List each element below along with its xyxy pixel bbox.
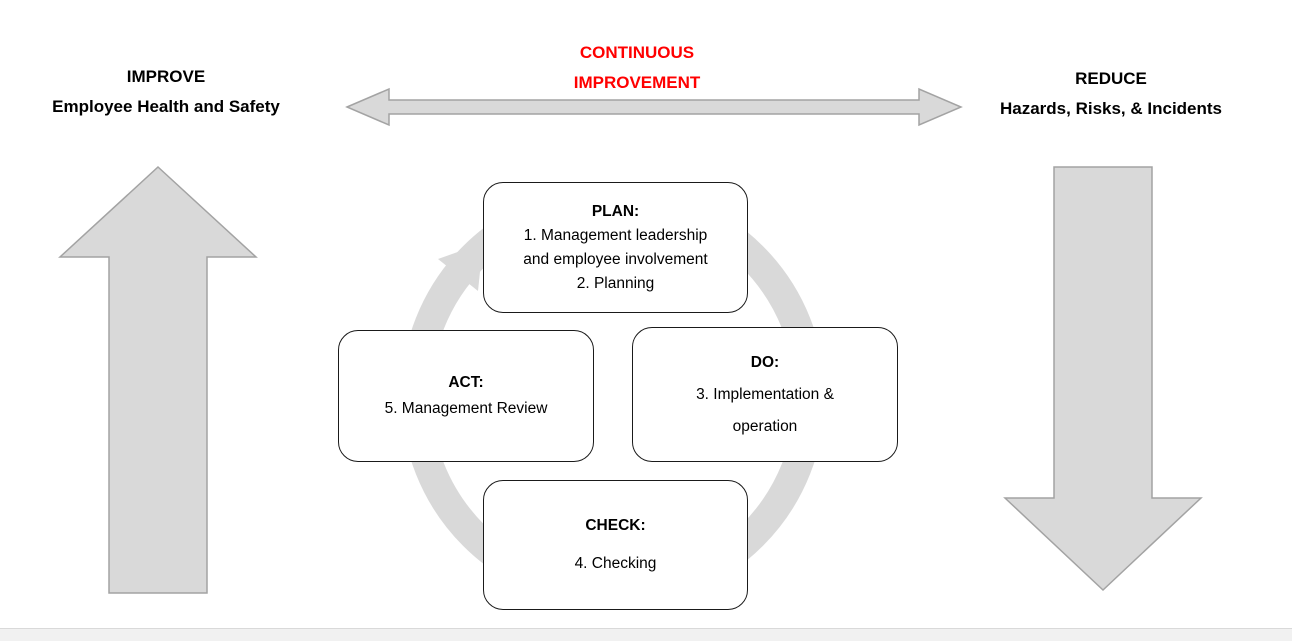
act-line-1: 5. Management Review xyxy=(384,400,548,417)
do-line-1: 3. Implementation & xyxy=(696,385,834,403)
plan-line-2: and employee involvement xyxy=(523,250,708,268)
improve-title: IMPROVE xyxy=(126,67,206,86)
reduce-title: REDUCE xyxy=(1075,69,1147,88)
act-title: ACT: xyxy=(448,374,484,391)
horizontal-scrollbar-track[interactable] xyxy=(0,628,1292,641)
continuous-line: CONTINUOUS xyxy=(579,43,695,62)
act-box: ACT: 5. Management Review xyxy=(338,330,594,462)
plan-line-1: 1. Management leadership xyxy=(523,226,708,244)
continuous-improvement-label: CONTINUOUS IMPROVEMENT xyxy=(487,38,787,98)
plan-box: PLAN: 1. Management leadership and emplo… xyxy=(483,182,748,313)
improve-label: IMPROVE Employee Health and Safety xyxy=(16,62,316,122)
check-title: CHECK: xyxy=(585,517,646,534)
improve-subtitle: Employee Health and Safety xyxy=(52,97,280,116)
double-arrow-icon xyxy=(345,87,963,127)
up-arrow-icon xyxy=(58,165,258,594)
reduce-subtitle: Hazards, Risks, & Incidents xyxy=(999,99,1223,118)
improvement-line: IMPROVEMENT xyxy=(573,73,701,92)
plan-title: PLAN: xyxy=(591,202,640,220)
check-box: CHECK: 4. Checking xyxy=(483,480,748,610)
do-box: DO: 3. Implementation & operation xyxy=(632,327,898,462)
check-line-1: 4. Checking xyxy=(574,555,657,572)
do-title: DO: xyxy=(750,353,780,371)
down-arrow-icon xyxy=(1003,166,1203,592)
reduce-label: REDUCE Hazards, Risks, & Incidents xyxy=(961,64,1261,124)
do-line-2: operation xyxy=(732,417,798,435)
plan-line-3: 2. Planning xyxy=(576,274,655,292)
